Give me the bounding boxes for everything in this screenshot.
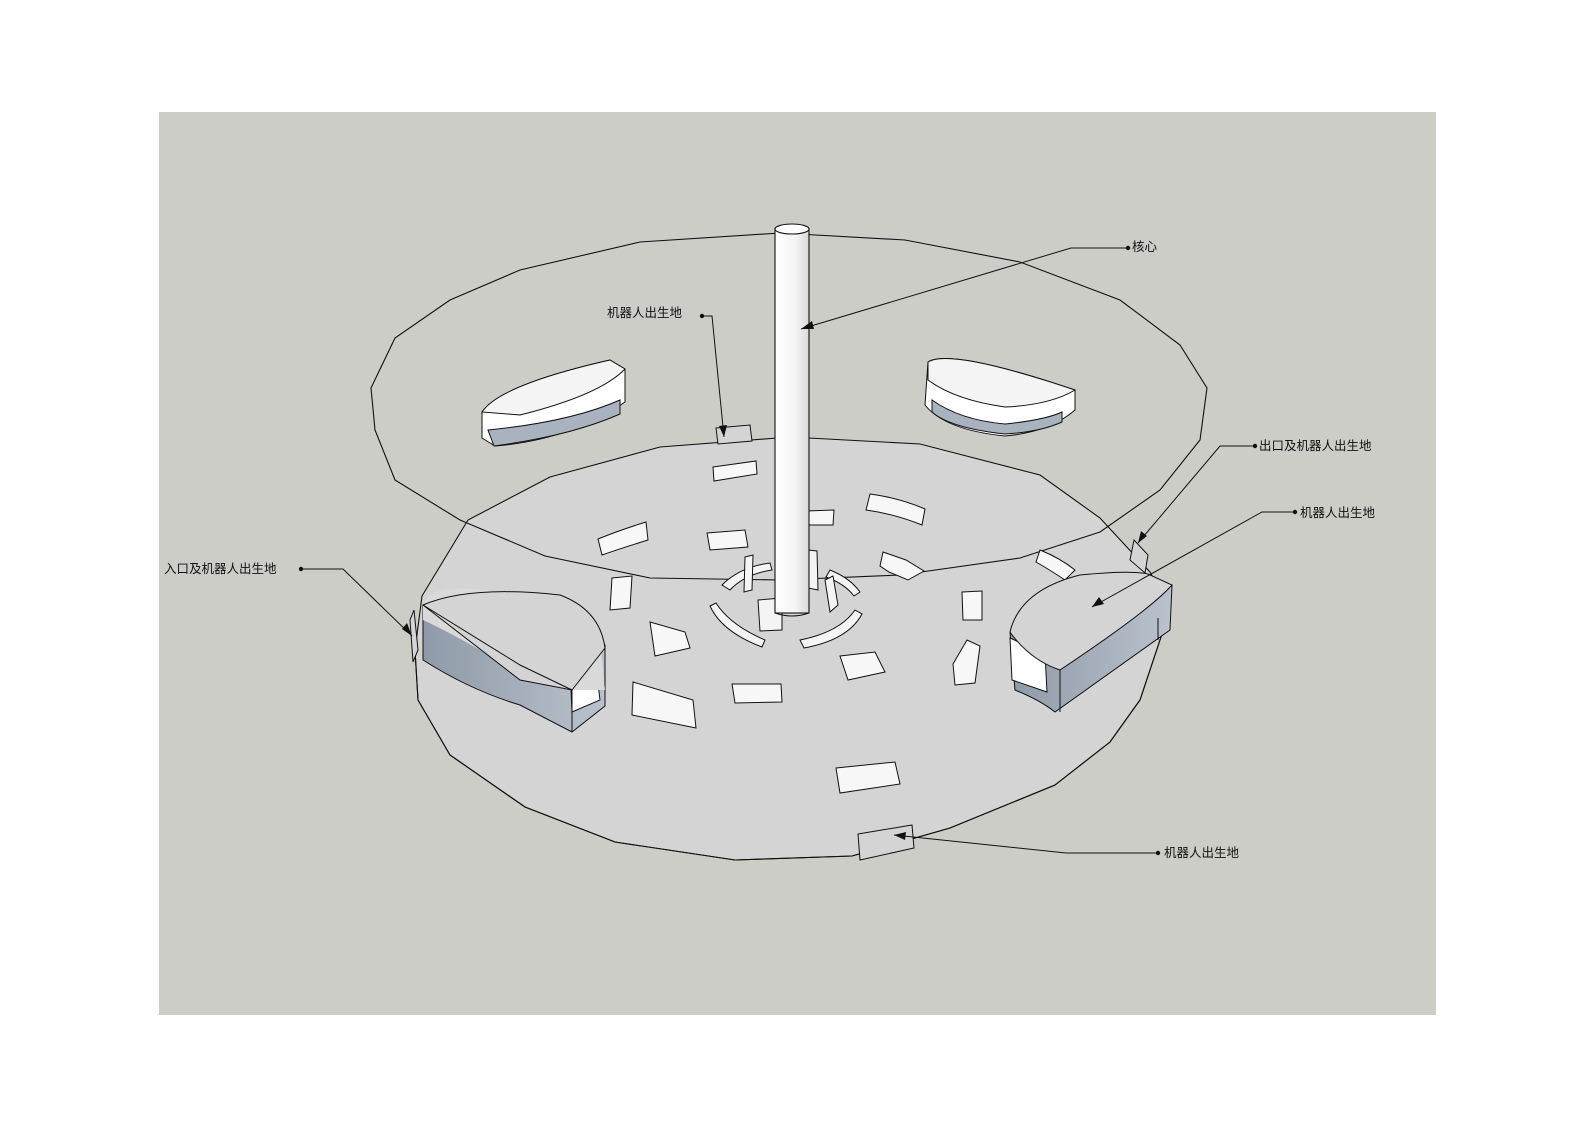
label-entrance-spawn: 入口及机器人出生地 [164, 561, 277, 576]
ring-segment [709, 602, 766, 648]
upper-left-halfdisc [481, 359, 626, 447]
floor-block [731, 683, 783, 704]
floor-block [609, 575, 633, 611]
leader-dot [298, 566, 304, 572]
floor-block [839, 651, 886, 681]
label-exit-spawn: 出口及机器人出生地 [1259, 438, 1372, 453]
leader-entrance [301, 568, 413, 637]
floor-block [597, 521, 649, 556]
upper-disc [370, 232, 1208, 581]
floor-block [952, 639, 981, 686]
label-core: 核心 [1132, 239, 1158, 254]
leader-core [800, 247, 1128, 330]
floor-block [961, 590, 983, 621]
leader-lines [301, 247, 1295, 854]
leader-robot-right [1091, 511, 1295, 608]
leader-dot [1125, 245, 1131, 251]
arrowhead [894, 832, 906, 840]
arrowhead [1092, 597, 1104, 607]
floor-block [865, 493, 926, 526]
ring-segment [743, 554, 754, 593]
left-wedge-block [422, 588, 606, 733]
floor-block [712, 460, 758, 482]
right-wedge-block [1009, 571, 1173, 713]
floor-block [631, 681, 697, 729]
label-robot-spawn-bottom: 机器人出生地 [1164, 845, 1240, 860]
floor-block [879, 551, 925, 581]
model-viewport: 核心 机器人出生地 出口及机器人出生地 机器人出生地 入口及机器人出生地 机器人… [159, 112, 1436, 1015]
arrowhead [801, 321, 814, 329]
floor-block [805, 509, 835, 526]
leader-dot [1252, 443, 1258, 449]
floor-blocks [597, 460, 1076, 794]
label-robot-spawn-right: 机器人出生地 [1300, 505, 1376, 520]
lower-disc-rim [414, 609, 1171, 861]
core-pole [774, 223, 810, 617]
arrowhead [402, 623, 412, 636]
leader-dots [298, 245, 1298, 856]
leader-dot [1155, 850, 1161, 856]
label-robot-spawn-top: 机器人出生地 [607, 305, 683, 320]
ring-segment [824, 575, 839, 613]
model-scene [298, 223, 1298, 861]
leader-robot-bottom [893, 834, 1158, 854]
leader-exit [1137, 445, 1255, 544]
floor-block [649, 621, 691, 657]
arrowhead [719, 425, 727, 437]
spawn-marker-left [409, 609, 419, 663]
floor-block [835, 761, 901, 794]
leader-arrowheads [402, 321, 1147, 840]
spawn-marker-right [1129, 538, 1149, 574]
leader-robot-top [702, 315, 725, 438]
arrowhead [1138, 531, 1147, 543]
upper-right-halfdisc [924, 358, 1077, 437]
leader-dot [699, 313, 705, 319]
leader-dot [1292, 509, 1298, 515]
floor-block [706, 529, 749, 551]
ring-segment [799, 609, 863, 649]
